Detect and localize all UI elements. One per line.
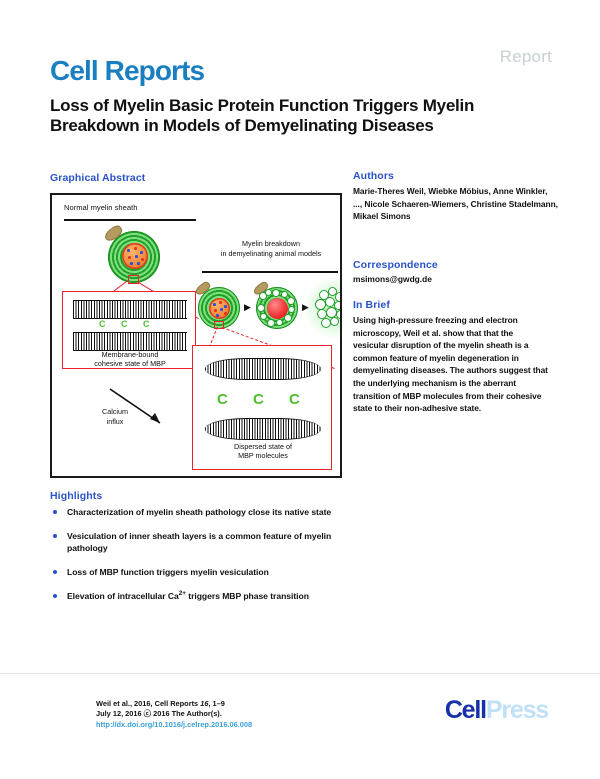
callout-left-caption-line1: Membrane-bound xyxy=(101,350,159,359)
vesicle-s2-8 xyxy=(277,320,282,325)
vesicle-s3-6 xyxy=(335,302,340,309)
highlight-text: Characterization of myelin sheath pathol… xyxy=(67,507,332,517)
correspondence-email[interactable]: msimons@gwdg.de xyxy=(353,274,432,284)
axon-normal xyxy=(122,243,148,269)
vesicle-s2-11 xyxy=(258,305,264,311)
callout-marker-right xyxy=(214,321,224,329)
highlight-text: Loss of MBP function triggers myelin ves… xyxy=(67,567,269,577)
mbp-molecule-cohesive-3: C xyxy=(143,319,150,329)
citation-volume: 16 xyxy=(200,699,209,708)
mbp-molecule-cohesive-2: C xyxy=(121,319,128,329)
authors-heading: Authors xyxy=(353,170,394,182)
vesicle-s3-1 xyxy=(320,291,328,299)
doi-link[interactable]: http://dx.doi.org/10.1016/j.celrep.2016.… xyxy=(96,719,253,729)
vesicle-s2-9 xyxy=(268,320,274,326)
vesicle-s3-11 xyxy=(331,318,338,325)
highlights-heading: Highlights xyxy=(50,490,103,502)
citation-block: Weil et al., 2016, Cell Reports 16, 1–9 … xyxy=(96,699,252,730)
callout-right-caption-line2: MBP molecules xyxy=(238,451,288,460)
cell-press-logo-cell: Cell xyxy=(444,696,487,724)
mbp-molecule-cohesive-1: C xyxy=(99,319,106,329)
callout-right-caption-line1: Dispersed state of xyxy=(234,442,292,451)
vesicle-s3-9 xyxy=(337,311,340,318)
vesicle-s3-7 xyxy=(318,310,326,318)
footer-divider xyxy=(0,673,600,674)
vesicle-s3-3 xyxy=(336,293,340,301)
vesicle-s2-1 xyxy=(260,293,266,299)
figure-divider-right xyxy=(202,271,338,273)
vesicle-s2-3 xyxy=(273,290,279,296)
citation-prefix: Weil et al., 2016, Cell Reports xyxy=(96,699,201,708)
correspondence-heading: Correspondence xyxy=(353,259,438,271)
list-item: Characterization of myelin sheath pathol… xyxy=(50,506,350,518)
citation-pages: , 1–9 xyxy=(208,699,225,708)
cell-press-logo: CellPress xyxy=(444,696,549,724)
membrane-stack-curved-top xyxy=(205,358,321,380)
figure-divider-left xyxy=(64,219,196,221)
calcium-influx-label-line2: influx xyxy=(106,417,124,426)
bullet-icon xyxy=(53,594,57,598)
vesicle-s2-2 xyxy=(266,290,271,295)
vesicle-s3-5 xyxy=(326,298,334,306)
bullet-icon xyxy=(53,570,57,574)
list-item: Vesiculation of inner sheath layers is a… xyxy=(50,530,350,554)
graphical-abstract-figure: Normal myelin sheath Myelin breakdown in… xyxy=(50,193,342,478)
stage-arrow-1: ▶ xyxy=(244,302,251,312)
vesicle-s2-6 xyxy=(289,307,294,312)
figure-label-normal-sheath: Normal myelin sheath xyxy=(64,203,138,212)
highlights-list: Characterization of myelin sheath pathol… xyxy=(50,506,350,614)
mbp-molecule-dispersed-2: C xyxy=(253,391,264,408)
journal-masthead: Cell Reports xyxy=(50,55,205,86)
axon-stage2 xyxy=(267,298,288,319)
vesicle-s2-4 xyxy=(282,292,287,297)
citation-line-1: Weil et al., 2016, Cell Reports 16, 1–9 xyxy=(96,699,252,709)
list-item: Loss of MBP function triggers myelin ves… xyxy=(50,566,350,578)
article-type-kicker: Report xyxy=(499,47,552,66)
in-brief-text: Using high-pressure freezing and electro… xyxy=(353,315,548,414)
calcium-influx-arrow xyxy=(109,388,161,424)
vesicle-s2-5 xyxy=(288,298,294,304)
membrane-stack-top xyxy=(73,300,187,319)
in-brief-heading: In Brief xyxy=(353,299,390,311)
membrane-stack-bottom xyxy=(73,332,187,351)
mbp-molecule-dispersed-1: C xyxy=(217,391,228,408)
vesicle-s3-8 xyxy=(327,308,336,317)
figure-label-breakdown-line1: Myelin breakdown xyxy=(242,239,300,248)
callout-left-caption-line2: cohesive state of MBP xyxy=(94,359,166,368)
axon-stage1 xyxy=(209,298,230,319)
highlight-text-calcium-prefix: Elevation of intracellular Ca xyxy=(67,591,179,601)
vesicle-s2-7 xyxy=(285,315,291,321)
membrane-stack-curved-bottom xyxy=(205,418,321,440)
mbp-molecule-dispersed-3: C xyxy=(289,391,300,408)
highlight-text-calcium-suffix: triggers MBP phase transition xyxy=(185,591,309,601)
figure-label-breakdown-line2: in demyelinating animal models xyxy=(220,249,322,258)
vesicle-s3-10 xyxy=(322,319,330,327)
cell-press-logo-press: Press xyxy=(485,696,549,724)
highlight-calcium-superscript: 2+ xyxy=(178,590,186,598)
citation-line-2: July 12, 2016 ⓒ 2016 The Author(s). xyxy=(96,709,222,719)
vesicle-s3-2 xyxy=(329,288,336,295)
vesicle-s3-4 xyxy=(316,300,325,309)
callout-box-cohesive: C C C Membrane-bound cohesive state of M… xyxy=(62,291,196,369)
calcium-influx-label-line1: Calcium xyxy=(102,407,128,416)
vesicle-s2-10 xyxy=(261,314,266,319)
bullet-icon xyxy=(53,534,57,538)
highlight-text: Vesiculation of inner sheath layers is a… xyxy=(67,531,332,553)
graphical-abstract-heading: Graphical Abstract xyxy=(50,172,146,184)
callout-marker-left xyxy=(128,275,139,284)
page-title: Loss of Myelin Basic Protein Function Tr… xyxy=(50,96,475,135)
callout-box-dispersed: C C C Dispersed state of MBP molecules xyxy=(192,345,332,470)
list-item: Elevation of intracellular Ca2+ triggers… xyxy=(50,590,350,602)
bullet-icon xyxy=(53,510,57,514)
authors-list: Marie-Theres Weil, Wiebke Möbius, Anne W… xyxy=(353,186,558,222)
